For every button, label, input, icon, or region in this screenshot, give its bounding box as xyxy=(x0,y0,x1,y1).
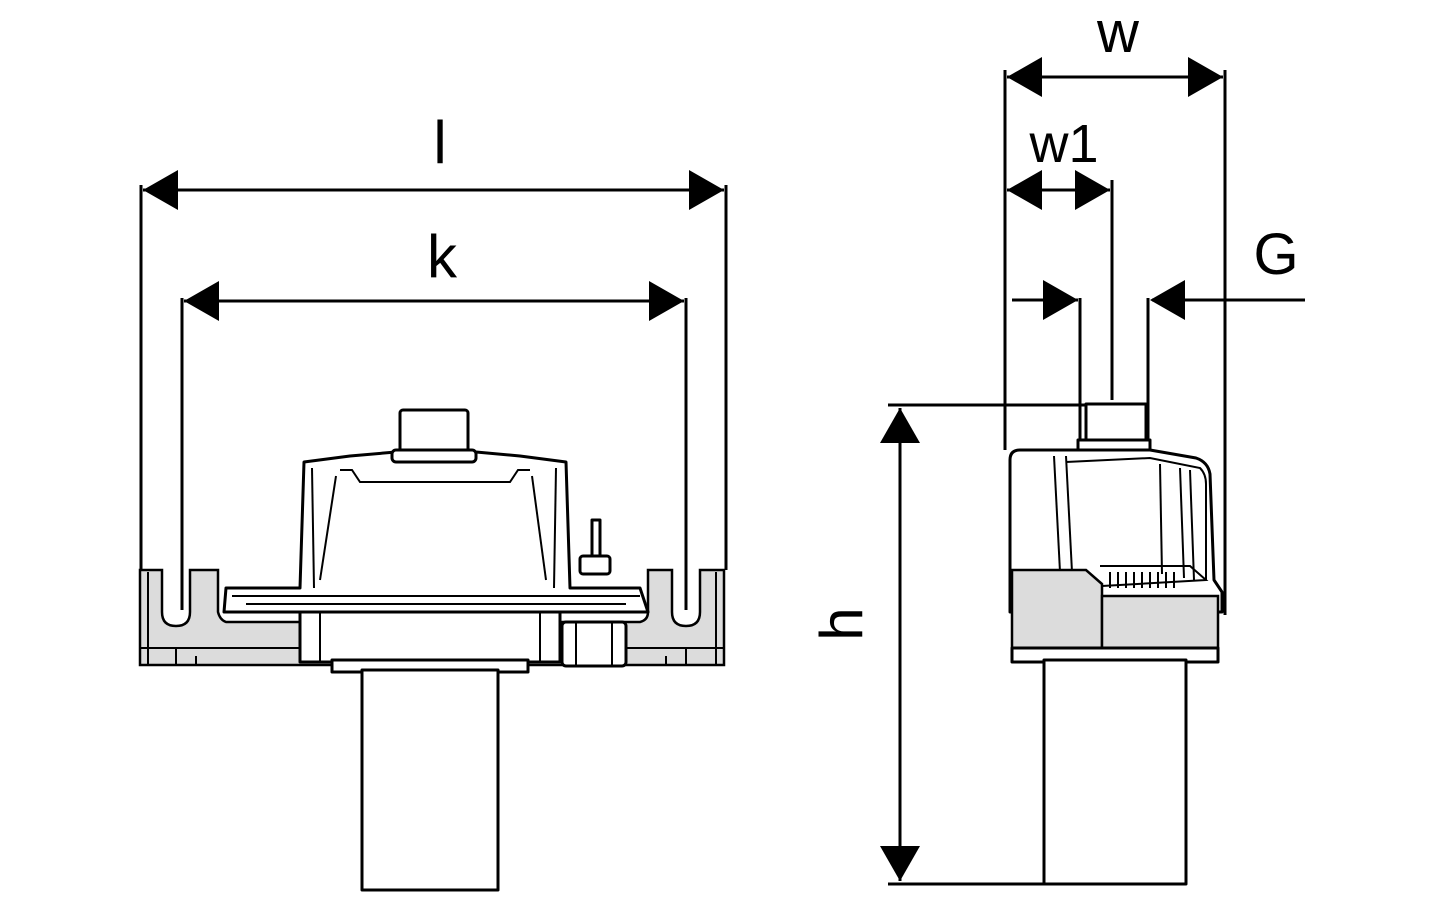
side-view: w w1 G h xyxy=(808,0,1305,886)
side-ribs xyxy=(1109,572,1175,588)
label-g: G xyxy=(1253,222,1298,287)
dimension-l xyxy=(143,170,724,210)
label-k: k xyxy=(427,223,458,290)
dimension-w xyxy=(1007,57,1223,97)
label-w1: w1 xyxy=(1028,114,1098,174)
label-h: h xyxy=(808,607,875,640)
front-view: l k xyxy=(138,109,728,892)
screw-detail xyxy=(560,518,628,668)
label-w: w xyxy=(1096,0,1140,65)
side-profile xyxy=(1008,402,1224,886)
dimension-g xyxy=(1012,280,1185,320)
dimension-h xyxy=(880,408,920,881)
dimension-w1 xyxy=(1007,170,1110,210)
label-l: l xyxy=(433,109,446,176)
housing xyxy=(222,408,650,614)
outlet-pipe xyxy=(298,610,562,892)
dimension-k xyxy=(184,281,684,321)
